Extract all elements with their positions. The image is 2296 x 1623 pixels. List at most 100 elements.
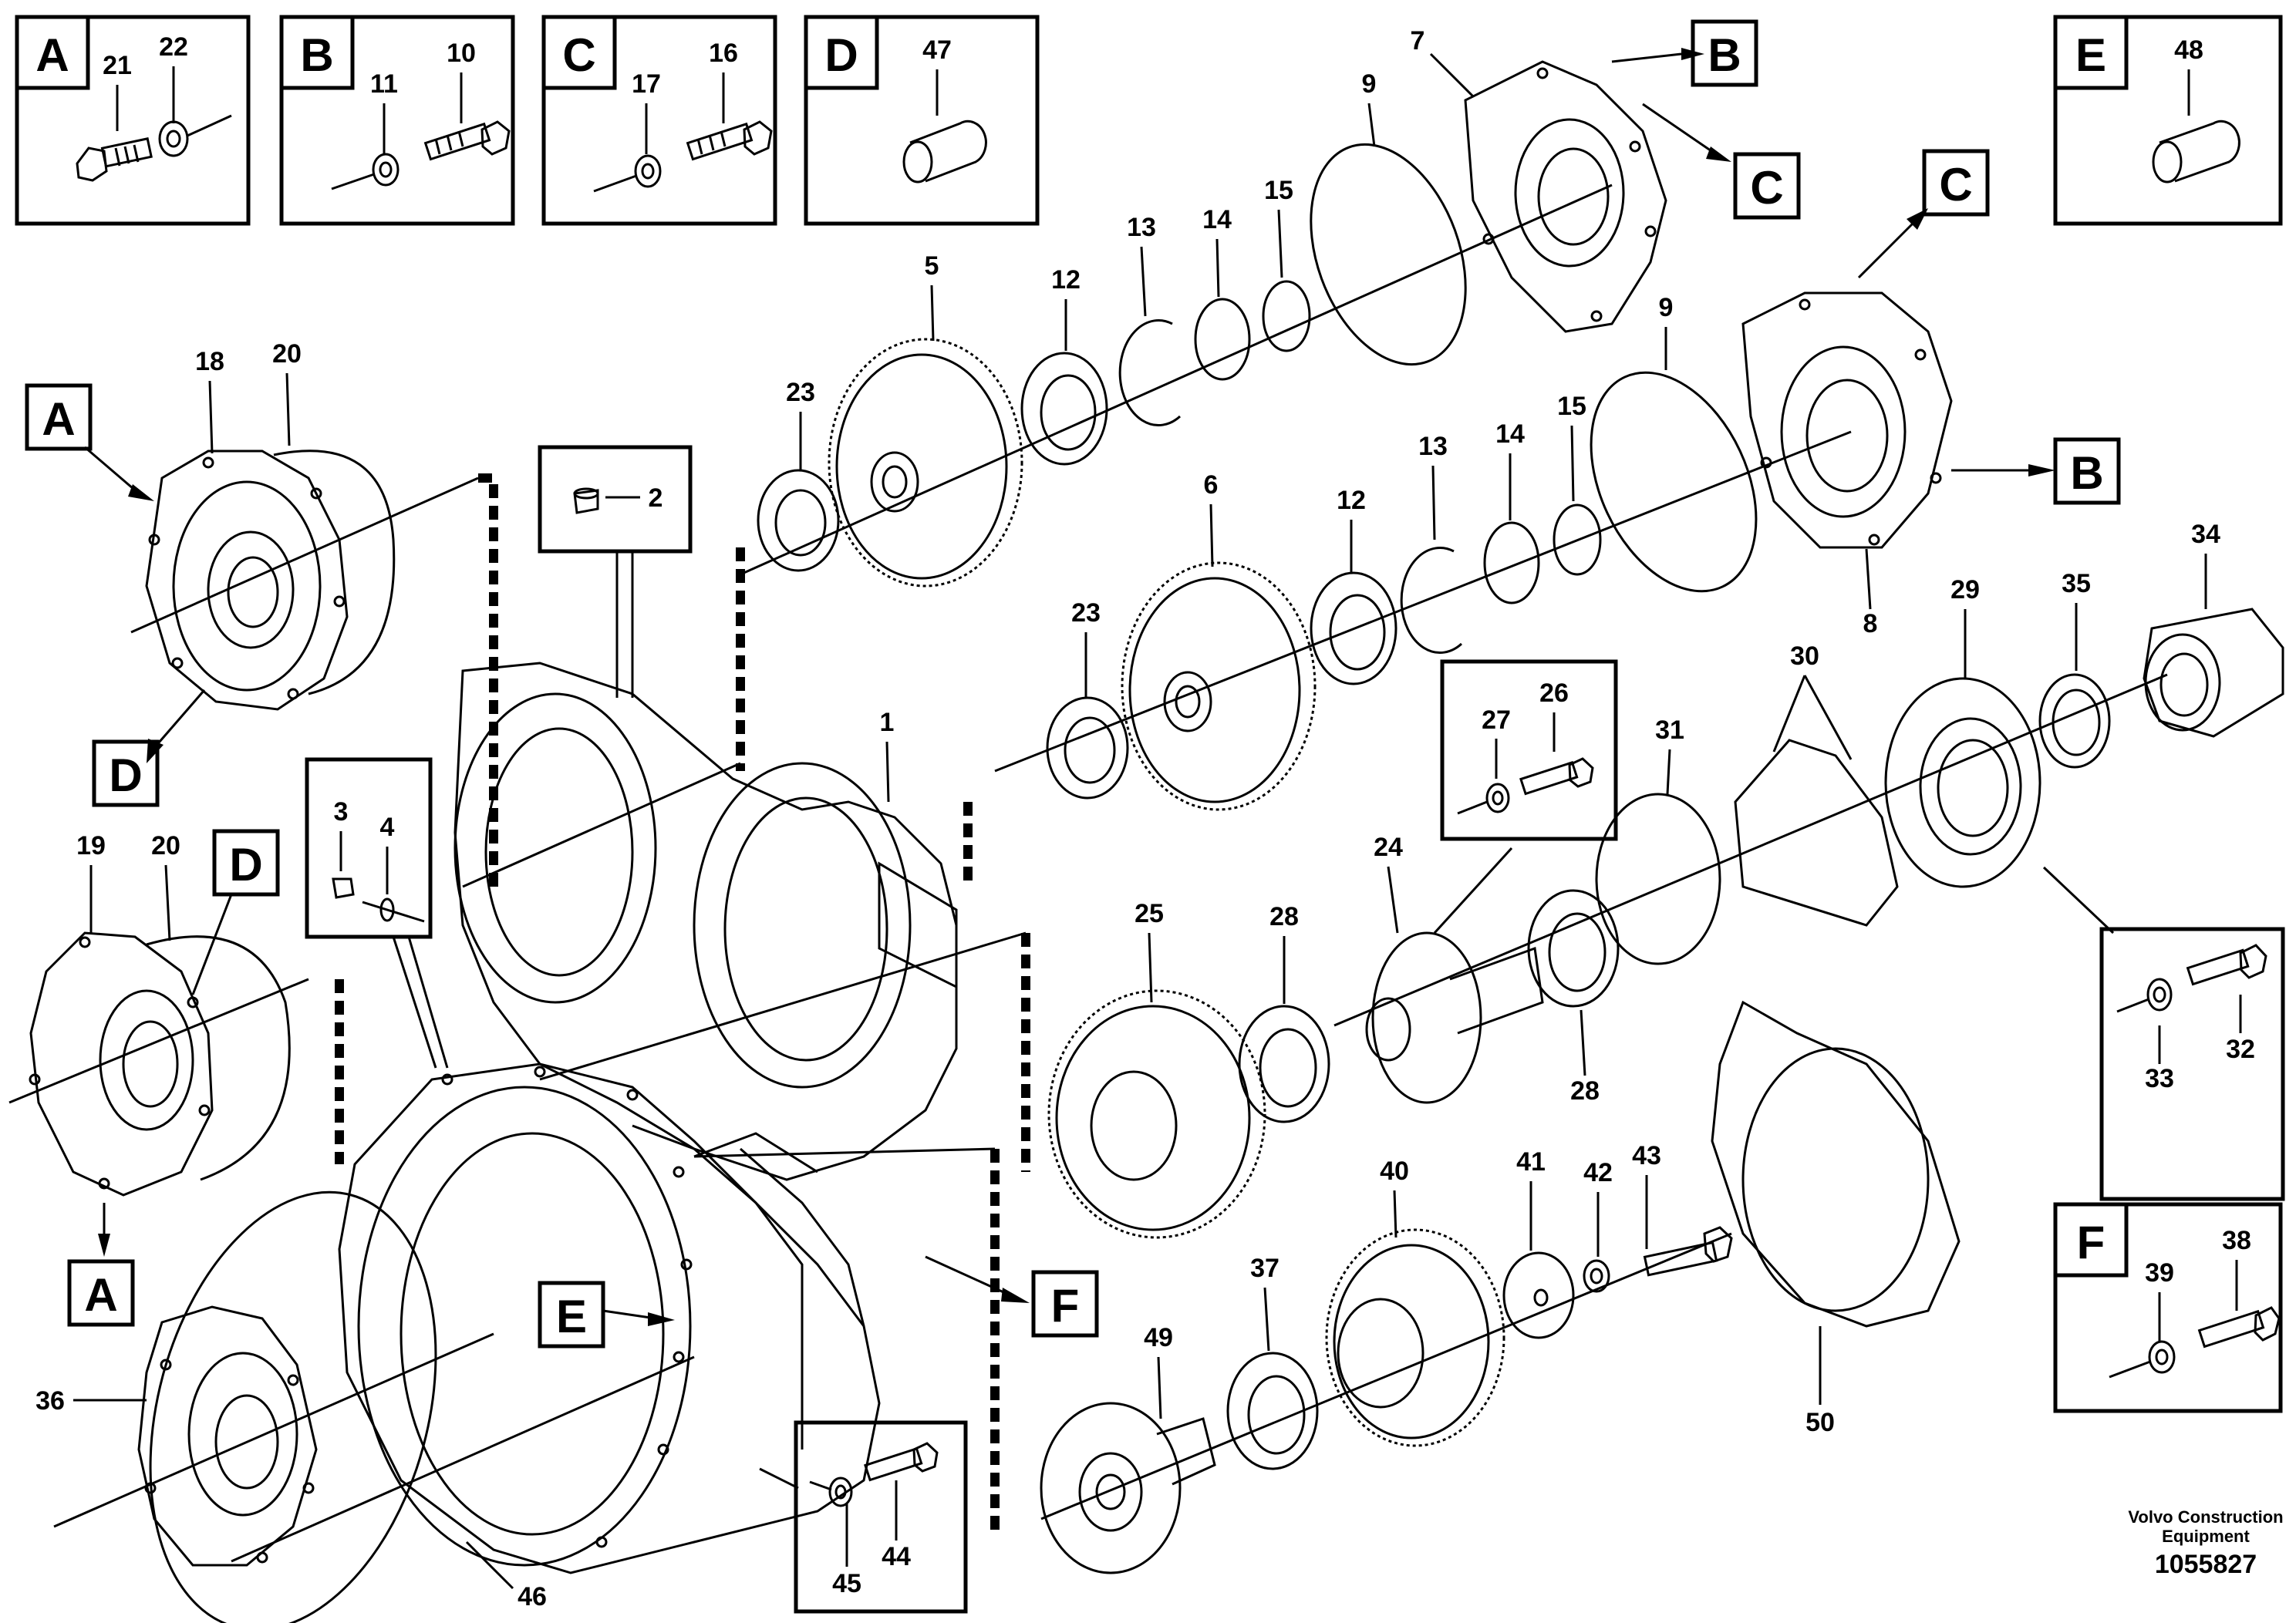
thrust-washer-41 (1502, 1251, 1575, 1339)
credit-company-line1: Volvo Construction (2128, 1507, 2283, 1527)
o-ring-9-upper (1310, 143, 1467, 366)
callout-letter-b-right: B (2070, 447, 2103, 499)
cover-7 (1464, 60, 1667, 333)
bearing-23-upper (757, 469, 840, 572)
bearing-23-lower (1046, 696, 1129, 800)
label-29: 29 (1950, 575, 1980, 604)
legend-box-c: C 17 16 (541, 15, 777, 226)
label-23-upper: 23 (786, 378, 815, 407)
label-43: 43 (1632, 1141, 1661, 1170)
axis-upper (740, 184, 1613, 576)
bearing-12-upper (1020, 352, 1108, 466)
label-42: 42 (1583, 1158, 1613, 1187)
o-ring-31 (1595, 793, 1721, 965)
gasket-20-lower (146, 935, 291, 1181)
callout-box-2: 2 (538, 445, 693, 554)
bolt-icon (686, 120, 773, 161)
label-34: 34 (2191, 520, 2220, 549)
callout-letter-a-top: A (42, 393, 75, 445)
legend-letter-c: C (562, 29, 595, 81)
gear-6 (1121, 561, 1317, 811)
axis-bottom-right (1040, 1232, 1732, 1520)
shaft-49 (1040, 1402, 1216, 1574)
retainer-30 (1734, 739, 1899, 927)
bolt-icon (864, 1442, 939, 1482)
bolt-icon (76, 137, 153, 182)
label-2: 2 (649, 483, 663, 513)
label-16: 16 (709, 39, 738, 68)
plug-icon (573, 487, 599, 514)
callout-letter-d-left: D (109, 749, 142, 801)
label-3: 3 (334, 797, 349, 827)
washer-icon (331, 153, 400, 190)
label-20-lower: 20 (151, 831, 180, 860)
label-19: 19 (76, 831, 106, 860)
label-45: 45 (832, 1569, 861, 1598)
callout-letter-e: E (556, 1291, 587, 1342)
label-5: 5 (925, 251, 939, 281)
callout-box-3-4: 3 4 (305, 757, 433, 939)
label-47: 47 (922, 35, 952, 65)
axis-left-bottom (53, 1332, 494, 1528)
washer-icon (1457, 783, 1510, 815)
label-20-upper: 20 (272, 339, 302, 369)
bolt-icon (2197, 1306, 2281, 1349)
legend-letter-f: F (2077, 1217, 2106, 1268)
cover-8 (1741, 291, 1953, 549)
label-8: 8 (1863, 609, 1878, 638)
label-15-upper: 15 (1264, 176, 1293, 205)
callout-c-top: C (1733, 152, 1801, 220)
callout-letter-b: B (1708, 29, 1741, 81)
cover-50 (1711, 1000, 1961, 1328)
cover-18 (145, 450, 349, 711)
drawing-number: 1055827 (2155, 1550, 2257, 1579)
legend-letter-e: E (2075, 29, 2106, 81)
bearing-37 (1226, 1352, 1319, 1470)
label-33: 33 (2145, 1064, 2174, 1093)
label-49: 49 (1144, 1323, 1173, 1352)
seal-ring-icon (379, 897, 395, 922)
washer-icon (158, 114, 232, 157)
credit-company-line2: Equipment (2162, 1527, 2250, 1546)
seal-35 (2038, 673, 2111, 769)
gear-5 (828, 338, 1023, 588)
bolt-icon (1519, 757, 1594, 796)
callout-e: E (538, 1281, 605, 1349)
label-6: 6 (1204, 470, 1219, 500)
callout-letter-c-right: C (1939, 159, 1972, 210)
label-37: 37 (1250, 1254, 1279, 1283)
axis-left-mid (8, 978, 309, 1104)
axis-lower-right (1333, 673, 2168, 1027)
label-40: 40 (1380, 1157, 1409, 1186)
axis-left-top (130, 476, 479, 634)
label-24: 24 (1374, 833, 1403, 862)
label-7: 7 (1411, 26, 1425, 56)
main-housing (338, 662, 958, 1574)
label-44: 44 (882, 1542, 911, 1571)
gear-40 (1325, 1228, 1505, 1447)
label-13-upper: 13 (1127, 213, 1156, 242)
label-9-upper: 9 (1362, 69, 1377, 99)
bolt-icon (423, 120, 511, 161)
ring-15-lower (1553, 503, 1602, 576)
callout-a-left-top: A (25, 383, 93, 451)
label-1: 1 (880, 708, 895, 737)
label-46: 46 (518, 1582, 547, 1611)
legend-box-b: B 11 10 (279, 15, 515, 226)
legend-box-d: D 47 (804, 15, 1040, 226)
bearing-28-right (1527, 889, 1620, 1008)
axis-middle (994, 430, 1852, 773)
credit-block: Volvo Construction Equipment 1055827 (2128, 1507, 2283, 1579)
plug-icon (332, 877, 355, 899)
callout-f: F (1031, 1270, 1099, 1338)
callout-box-26-27: 27 26 (1440, 659, 1618, 841)
callout-letter-d-mid: D (229, 839, 262, 891)
label-23-lower: 23 (1071, 598, 1101, 628)
label-26: 26 (1539, 678, 1569, 708)
circlip-13-upper (1118, 319, 1182, 427)
housing-29 (1884, 677, 2041, 888)
callout-b-right: B (2053, 437, 2121, 505)
callout-b-top: B (1691, 19, 1758, 87)
label-12-lower: 12 (1337, 486, 1366, 515)
